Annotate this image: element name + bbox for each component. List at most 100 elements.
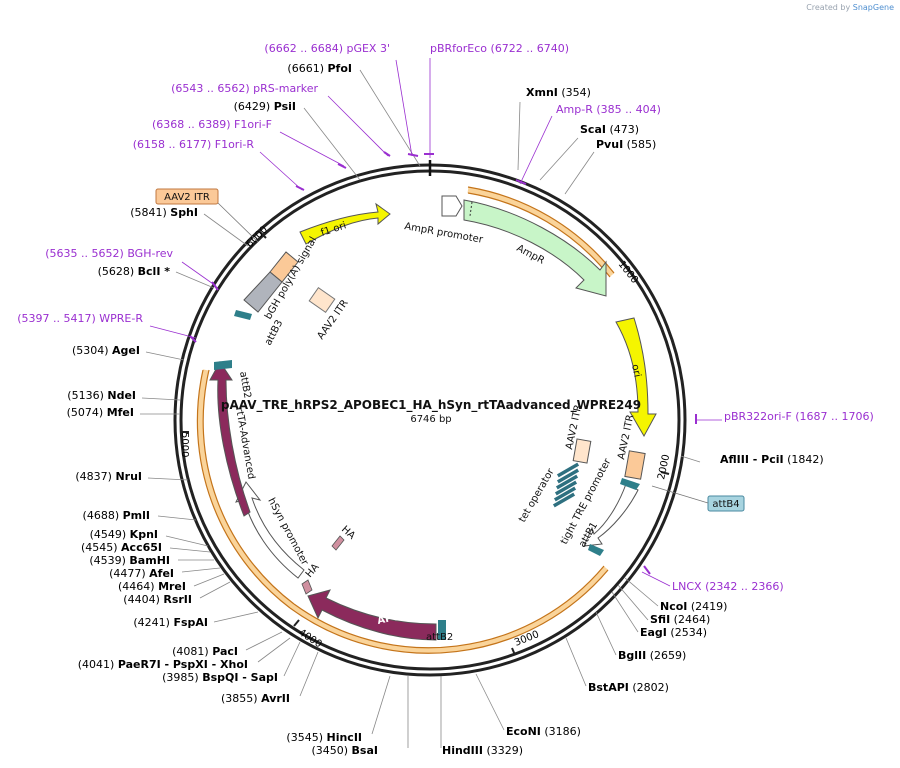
enzyme-leader	[611, 591, 639, 633]
enzyme-name: PacI	[212, 645, 238, 658]
ha-tag-inner[interactable]	[331, 535, 345, 551]
enzyme-label[interactable]: EagI (2534)	[640, 626, 707, 639]
enzyme-label[interactable]: (4241) FspAI	[133, 616, 208, 629]
primer-label[interactable]: LNCX (2342 .. 2366)	[672, 580, 784, 593]
attb2-bottom-site[interactable]	[438, 620, 446, 640]
enzyme-label[interactable]: (4545) Acc65I	[81, 541, 162, 554]
enzyme-leader	[169, 547, 211, 553]
enzyme-label[interactable]: (4404) RsrII	[123, 593, 192, 606]
enzyme-label[interactable]: BstAPI (2802)	[588, 681, 669, 694]
enzyme-leader	[181, 567, 221, 573]
aav2-itr-right-box[interactable]	[624, 450, 646, 480]
enzyme-label[interactable]: (3855) AvrII	[221, 692, 290, 705]
enzyme-name: PfoI	[328, 62, 353, 75]
enzyme-label[interactable]: (4837) NruI	[75, 470, 142, 483]
primer-labels: (6662 .. 6684) pGEX 3' pBRforEco (6722 ..…	[17, 42, 874, 593]
bgh-polya-box[interactable]	[243, 271, 283, 313]
aav2-itr-mid-box[interactable]	[572, 438, 592, 464]
enzyme-leader	[245, 631, 283, 651]
f1-ori-arrow[interactable]	[299, 202, 391, 245]
enzyme-label[interactable]: (4539) BamHI	[89, 554, 170, 567]
enzyme-name: BamHI	[129, 554, 170, 567]
enzyme-name: AfeI	[149, 567, 174, 580]
enzyme-label[interactable]: (5136) NdeI	[67, 389, 136, 402]
enzyme-label[interactable]: PvuI (585)	[596, 138, 656, 151]
aav2-itr-inner-box[interactable]	[308, 287, 336, 313]
apobec1-arrow[interactable]	[307, 589, 437, 641]
selection-arcs	[197, 187, 615, 654]
primer-site-mark	[295, 185, 305, 191]
attb4-site[interactable]	[620, 478, 640, 490]
enzyme-label[interactable]: AflIII - PciI (1842)	[720, 453, 824, 466]
primer-label[interactable]: Amp-R (385 .. 404)	[556, 103, 661, 116]
primer-leader	[279, 131, 345, 167]
ampr-arrow[interactable]	[463, 199, 607, 297]
enzyme-position: (2802)	[629, 681, 669, 694]
aav2-itr-callout-box[interactable]	[155, 188, 219, 205]
enzyme-label[interactable]: (4549) KpnI	[90, 528, 158, 541]
ha-tag[interactable]	[301, 579, 313, 595]
primer-site-mark	[383, 151, 391, 157]
enzyme-label[interactable]: (4041) PaeR7I - PspXI - XhoI	[78, 658, 248, 671]
enzyme-label[interactable]: XmnI (354)	[526, 86, 591, 99]
enzyme-name: PvuI	[596, 138, 623, 151]
enzyme-leader	[165, 535, 209, 547]
enzyme-name: MreI	[158, 580, 186, 593]
primer-label[interactable]: (6368 .. 6389) F1ori-F	[152, 118, 272, 131]
enzyme-label[interactable]: (4688) PmlI	[83, 509, 150, 522]
attb2-left-site[interactable]	[214, 360, 232, 370]
enzyme-label[interactable]: (3450) BsaI	[311, 744, 378, 757]
enzyme-label[interactable]: HindIII (3329)	[442, 744, 523, 757]
enzyme-label[interactable]: SfiI (2464)	[650, 613, 710, 626]
primer-label[interactable]: (6662 .. 6684) pGEX 3'	[264, 42, 390, 55]
enzyme-name: NdeI	[107, 389, 136, 402]
enzyme-position: (4041)	[78, 658, 118, 671]
enzyme-label[interactable]: (6661) PfoI	[287, 62, 352, 75]
primer-leader	[149, 325, 197, 339]
tet-operator-blocks[interactable]	[552, 461, 580, 509]
enzyme-label[interactable]: (5841) SphI	[130, 206, 198, 219]
primer-label[interactable]: pBR322ori-F (1687 .. 1706)	[724, 410, 874, 423]
enzyme-leader	[371, 675, 391, 735]
attb4-callout-box[interactable]	[707, 495, 745, 512]
enzyme-label[interactable]: (5628) BclI *	[98, 265, 171, 278]
enzyme-label[interactable]: ScaI (473)	[580, 123, 639, 136]
enzyme-label[interactable]: (3985) BspQI - SapI	[162, 671, 278, 684]
enzyme-label[interactable]: EcoNI (3186)	[506, 725, 581, 738]
ori-arrow[interactable]	[615, 317, 657, 438]
enzyme-position: (6429)	[234, 100, 274, 113]
enzyme-position: (3855)	[221, 692, 261, 705]
enzyme-name: PmlI	[123, 509, 150, 522]
tight-tre-promoter-arrow[interactable]	[583, 483, 639, 547]
enzyme-label[interactable]: (4477) AfeI	[109, 567, 174, 580]
enzyme-label[interactable]: BglII (2659)	[618, 649, 686, 662]
plasmid-length: 6746 bp	[410, 414, 451, 425]
enzyme-label[interactable]: (3545) HincII	[286, 731, 362, 744]
primer-label[interactable]: pBRforEco (6722 .. 6740)	[430, 42, 569, 55]
enzyme-label[interactable]: (6429) PsiI	[234, 100, 296, 113]
primer-marks	[189, 151, 697, 575]
primer-label[interactable]: (5635 .. 5652) BGH-rev	[45, 247, 173, 260]
enzyme-label[interactable]: (4464) MreI	[118, 580, 186, 593]
enzyme-leader	[303, 107, 361, 181]
enzyme-label[interactable]: (4081) PacI	[172, 645, 238, 658]
primer-label[interactable]: (6543 .. 6562) pRS-marker	[171, 82, 318, 95]
enzyme-position: (4688)	[83, 509, 123, 522]
attb1-site[interactable]	[588, 544, 604, 556]
enzyme-leader	[175, 271, 215, 289]
enzyme-position: (2464)	[670, 613, 710, 626]
enzyme-leader	[617, 584, 649, 621]
enzyme-label[interactable]: NcoI (2419)	[660, 600, 727, 613]
hsyn-promoter-arrow[interactable]	[235, 481, 305, 579]
primer-label[interactable]: (6158 .. 6177) F1ori-R	[133, 138, 255, 151]
attb3-site[interactable]	[234, 310, 252, 320]
enzyme-position: (4404)	[123, 593, 163, 606]
enzyme-label[interactable]: (5074) MfeI	[67, 406, 134, 419]
primer-label[interactable]: (5397 .. 5417) WPRE-R	[17, 312, 143, 325]
ampr-promoter-arrow[interactable]	[441, 195, 463, 217]
enzyme-leader	[565, 637, 587, 687]
rtetr-label: rTetR	[213, 451, 229, 482]
rtta-arrow[interactable]	[209, 361, 251, 517]
enzyme-label[interactable]: (5304) AgeI	[72, 344, 140, 357]
